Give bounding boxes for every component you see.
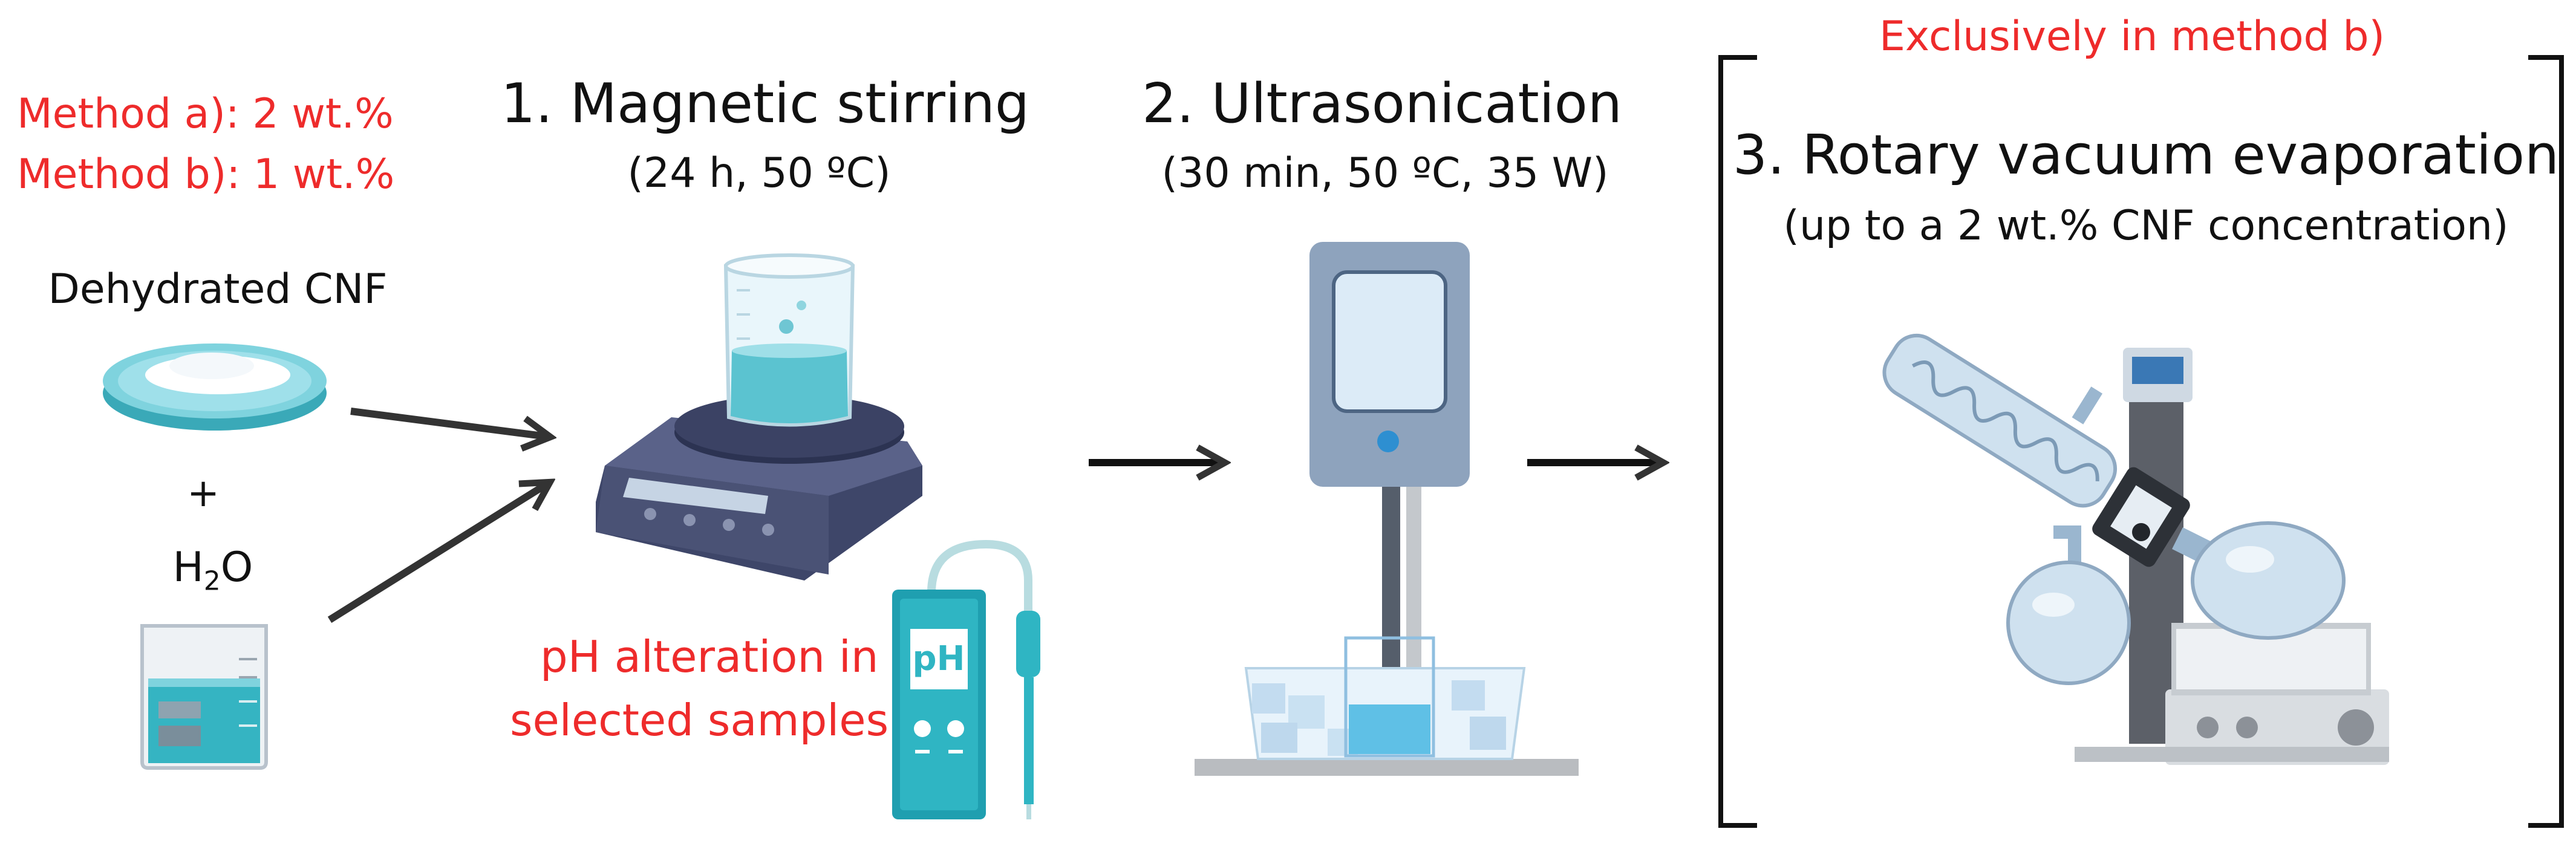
cnf-dish-icon <box>103 343 327 431</box>
step3-title: 3. Rotary vacuum evaporation <box>1732 123 2560 187</box>
ph-meter-screen-text: pH <box>913 639 965 678</box>
water-beaker-icon <box>140 624 268 770</box>
step1-conditions: (24 h, 50 ºC) <box>627 149 891 197</box>
dehydrated-cnf-label: Dehydrated CNF <box>48 265 388 313</box>
ph-note-line1: pH alteration in <box>540 631 879 682</box>
water-label-h: H <box>172 544 204 591</box>
plus-sign: + <box>187 471 220 516</box>
water-label-o: O <box>220 544 253 591</box>
ph-meter-icon <box>892 539 1040 819</box>
method-b-label: Method b): 1 wt.% <box>17 151 395 198</box>
water-label: H2O <box>173 544 253 597</box>
magnetic-stirrer-icon <box>596 253 922 581</box>
water-label-subscript: 2 <box>203 565 221 597</box>
rotary-evaporator-icon <box>1882 333 2389 765</box>
arrow-water-to-stirrer <box>327 484 547 623</box>
method-a-label: Method a): 2 wt.% <box>17 90 394 138</box>
step2-conditions: (30 min, 50 ºC, 35 W) <box>1161 149 1609 197</box>
step1-title: 1. Magnetic stirring <box>501 72 1029 135</box>
optional-step-bracket <box>1718 55 2564 828</box>
exclusive-note: Exclusively in method b) <box>1879 13 2385 60</box>
ultrasonicator-icon <box>1195 242 1579 776</box>
ph-note-line2: selected samples <box>510 695 889 746</box>
step2-title: 2. Ultrasonication <box>1142 72 1622 135</box>
arrow-cnf-to-stirrer <box>350 408 547 437</box>
step3-conditions: (up to a 2 wt.% CNF concentration) <box>1783 202 2509 250</box>
